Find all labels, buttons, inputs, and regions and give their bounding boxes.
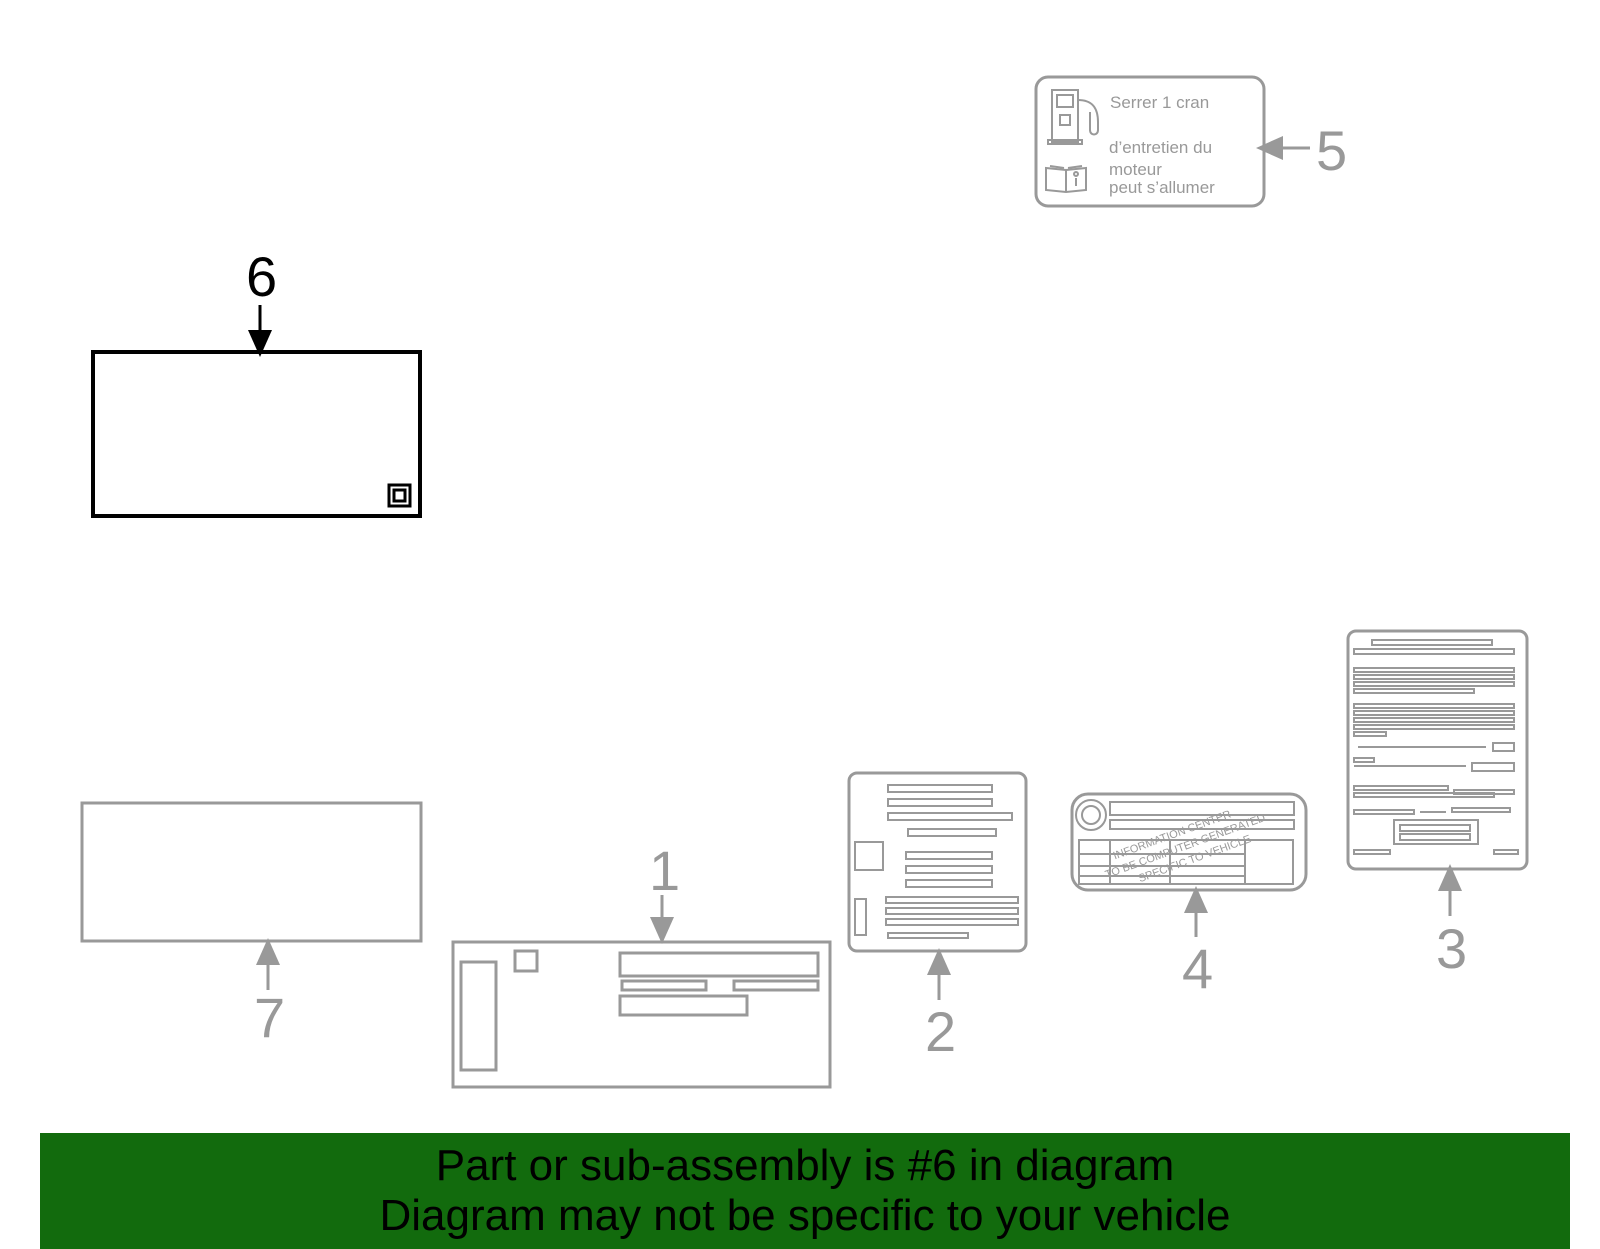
part-7-label[interactable] [80, 801, 423, 943]
label5-line1: Serrer 1 cran [1110, 93, 1209, 112]
info-banner: Part or sub-assembly is #6 in diagram Di… [40, 1133, 1570, 1249]
callout-3-number: 3 [1436, 917, 1467, 980]
label5-line2: d’entretien du [1109, 138, 1212, 157]
callout-2-number: 2 [925, 1000, 956, 1063]
brand-logo-icon [1081, 805, 1101, 825]
label5-line4: peut s’allumer [1109, 178, 1215, 197]
callout-5-number: 5 [1316, 119, 1347, 182]
computer-generated-stamp: INFORMATION CENTER TO BE COMPUTER GENERA… [1104, 808, 1267, 885]
square-badge-icon [387, 483, 412, 508]
callout-6-number: 6 [246, 245, 277, 308]
callout-4-number: 4 [1182, 937, 1213, 1000]
part-6-label[interactable] [91, 350, 422, 518]
part-2-label[interactable] [847, 771, 1028, 953]
callout-1-number: 1 [649, 839, 680, 902]
callout-7-number: 7 [254, 986, 285, 1049]
part-1-label[interactable] [451, 940, 832, 1089]
owner-manual-icon [1045, 165, 1087, 194]
part-5-label[interactable]: Serrer 1 cran d’entretien du moteur peut… [1034, 75, 1266, 208]
part-4-label[interactable]: INFORMATION CENTER TO BE COMPUTER GENERA… [1070, 792, 1308, 895]
part-3-label[interactable] [1346, 629, 1529, 871]
banner-line-1: Part or sub-assembly is #6 in diagram [435, 1141, 1175, 1190]
label5-line3: moteur [1109, 160, 1162, 179]
fuel-pump-icon [1047, 89, 1099, 145]
banner-line-2: Diagram may not be specific to your vehi… [379, 1191, 1231, 1240]
